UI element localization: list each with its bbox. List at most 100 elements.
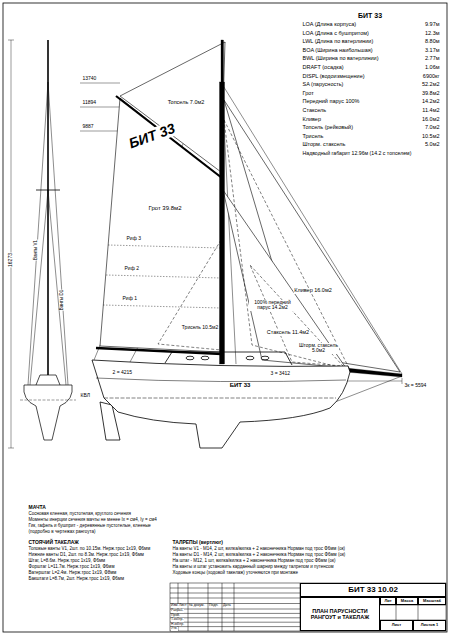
- spec-name: Передний парус 100%: [302, 99, 360, 105]
- title-block-cell: Листов 1: [413, 620, 446, 631]
- height-dimension: 11894: [82, 100, 97, 105]
- front-view: [28, 82, 68, 385]
- sail-label: Трисель 10.5м2: [181, 325, 218, 330]
- title-block-cell: Масса: [396, 597, 418, 605]
- title-block-text: Лит: [384, 599, 391, 603]
- spec-name: Топсель (рейковый): [302, 125, 354, 131]
- note-text: Бакштаги L=8.7м, 2шт. Нерж.трос 1х19, Ф6…: [28, 577, 125, 582]
- note-text: Нижние ванты D1, 2шт. по 8.3м. Нерж.трос…: [28, 553, 144, 558]
- sail-label: 100% передний парус 14.2м2: [249, 300, 296, 311]
- title-block-cell: Дата: [223, 604, 232, 608]
- note-text: На ванты V1 - М14, 2 шт, вилка/вилка + 2…: [172, 547, 346, 552]
- title-block-cell: Подп.: [209, 604, 219, 608]
- spec-name: LWL (Длина по ватерлинии): [302, 39, 374, 45]
- spec-value: 9.97м: [425, 22, 441, 28]
- spec-name: Кливер: [302, 117, 321, 123]
- rigging: [94, 42, 225, 360]
- spec-name: BOA (Ширина наибольшая): [302, 48, 373, 54]
- note-text: Форштаг L=11.7м. Нерж.трос 1х19, Ф6мм: [28, 565, 115, 570]
- spec-value: 12.3м: [425, 31, 441, 37]
- dimension-line: [346, 378, 402, 384]
- spec-value: 10.5м2: [421, 134, 440, 140]
- reef-line: [103, 245, 221, 308]
- note-heading: МАЧТА: [28, 505, 46, 510]
- sail-number: БИТ 33: [126, 121, 177, 152]
- spec-value: 5.0м2: [425, 142, 441, 148]
- hull-name: БИТ 33: [229, 382, 251, 388]
- hull: [92, 360, 350, 448]
- spec-name: Грот: [302, 91, 314, 97]
- spec-value: 3.17м: [425, 48, 441, 54]
- height-dimension: 16273: [8, 253, 13, 268]
- title-block-text: Листов 1: [421, 623, 439, 627]
- spar: [220, 82, 225, 364]
- table-title: БИТ 33: [357, 12, 382, 19]
- spec-name: BWL (Ширина по ватерлинии): [302, 56, 379, 62]
- spec-name: SA (парусность): [302, 82, 344, 88]
- title-block-cell: Лит: [380, 597, 396, 605]
- title-block-cell: Лист: [380, 620, 413, 631]
- reef-label: Риф 1: [122, 296, 137, 301]
- sheet-frame: [3, 3, 447, 632]
- spar: [96, 348, 222, 354]
- note-text: Ходовые концы (ходовой такелаж) уточняют…: [172, 571, 299, 576]
- spec-name: LOA (Длина корпуса): [302, 22, 357, 28]
- shroud-label: Ванты V1: [34, 239, 39, 260]
- note-text: На ванты D1 - М14, 2 шт, вилка/вилка + 2…: [172, 553, 346, 558]
- title-block-text: БИТ 33 10.02: [348, 586, 398, 595]
- spec-value: 1.06м: [425, 65, 441, 71]
- hull: [96, 378, 346, 382]
- spec-name: Трисель: [302, 134, 324, 140]
- title-block-cell: Масштаб: [418, 597, 446, 605]
- hull: [261, 356, 269, 360]
- alternative-sail: [158, 240, 221, 350]
- spec-name: Шторм. стаксель: [302, 142, 346, 148]
- hull: [104, 398, 336, 399]
- waterline-label: КВЛ: [80, 393, 90, 398]
- title-block-text: Лист: [392, 623, 401, 627]
- alternative-sail: [224, 120, 350, 370]
- sail-label: Шторм. стаксель 5.0м2: [298, 343, 339, 354]
- title-block-cell: Пров.: [171, 614, 181, 618]
- front-view: [20, 40, 76, 440]
- hull: [165, 352, 292, 365]
- hull: [186, 356, 194, 360]
- title-block-cell: Лист: [179, 604, 188, 608]
- front-view: [24, 385, 73, 440]
- hull: [246, 356, 254, 360]
- dimension-line: [8, 40, 14, 448]
- title-block-cell: Т.контр.: [171, 618, 184, 622]
- title-block-cell: Н.контр.: [171, 623, 185, 627]
- spec-name: DISPL (водоизмещение): [302, 74, 365, 80]
- sail-label: Грот 39.8м2: [148, 205, 182, 211]
- spec-value: 2.77м: [425, 56, 441, 62]
- sail: [100, 98, 222, 352]
- spar: [116, 96, 222, 178]
- title-block-text: Масштаб: [423, 599, 441, 603]
- title-block-grid: [170, 588, 300, 627]
- title-block-grid: [178, 583, 300, 631]
- spec-name: LOA (Длина с бушпритом): [302, 31, 369, 37]
- sheet-frame: [3, 3, 447, 632]
- rigging: [94, 42, 402, 402]
- spar: [346, 368, 402, 377]
- title-block-cell: № докум.: [189, 604, 205, 608]
- title-block-grid: [170, 583, 446, 631]
- sail-label: Стаксель 11.4м2: [266, 330, 309, 336]
- front-view: [36, 375, 60, 385]
- dimension: 3к = 5594: [404, 383, 427, 388]
- alternative-sail: [158, 120, 350, 370]
- spec-value: 16.0м2: [421, 117, 440, 123]
- spar: [96, 40, 402, 377]
- title-block-cell: БИТ 33 10.02: [300, 583, 446, 597]
- rigging: [222, 84, 402, 374]
- spec-note: Надводный габарит 12.96м (14.2 с топселе…: [302, 151, 412, 156]
- alternative-sail: [250, 265, 343, 366]
- spec-name: DRAFT (осадка): [302, 65, 344, 71]
- sail: [224, 100, 400, 372]
- spec-value: 14.2м2: [421, 99, 440, 105]
- note-text: Ватерштаг L=2.4м. Нерж.трос 1х19, Ф8мм: [28, 571, 117, 576]
- reef-label: Риф 3: [126, 236, 141, 241]
- dimension-line: [8, 40, 402, 448]
- hull: [92, 352, 350, 448]
